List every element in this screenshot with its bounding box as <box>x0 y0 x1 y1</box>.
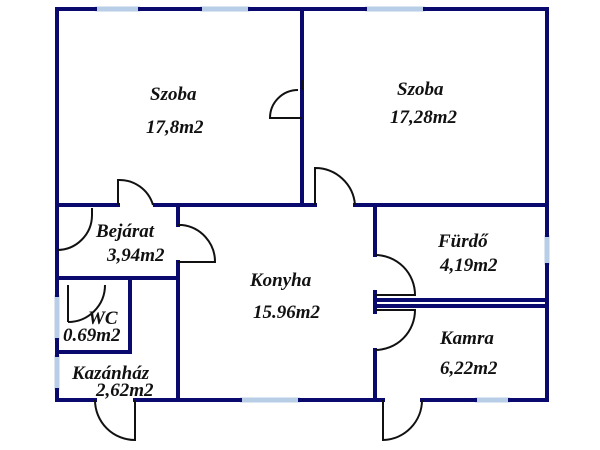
room-name-kazanhaz: Kazánház <box>72 363 150 384</box>
room-area-szoba-1: 17,8m2 <box>146 117 204 138</box>
room-name-szoba-1: Szoba <box>150 84 197 105</box>
room-name-szoba-2: Szoba <box>397 79 444 100</box>
door-kamra <box>374 309 417 351</box>
windows <box>54 6 550 403</box>
room-name-wc: WC <box>88 308 118 329</box>
door-szoba-2 <box>314 166 356 206</box>
door-furdo <box>374 254 417 296</box>
door-exterior <box>382 399 423 442</box>
room-name-konyha: Konyha <box>250 270 312 291</box>
room-area-wc: 0.69m2 <box>63 325 121 346</box>
room-name-bejarat: Bejárat <box>96 221 155 242</box>
door-bejarat-konyha <box>178 224 217 263</box>
door-szoba-connect <box>268 89 302 119</box>
door-szoba-1 <box>117 178 154 206</box>
room-area-szoba-2: 17,28m2 <box>390 107 458 128</box>
door-entry-inner <box>56 208 93 251</box>
room-area-konyha: 15.96m2 <box>253 302 321 323</box>
room-name-furdo: Fürdő <box>438 231 488 252</box>
walls <box>55 7 549 402</box>
room-area-kamra: 6,22m2 <box>440 358 498 379</box>
doors <box>56 80 423 442</box>
room-area-furdo: 4,19m2 <box>440 255 498 276</box>
door-kazanhaz <box>94 399 136 442</box>
room-name-kamra: Kamra <box>440 328 494 349</box>
room-area-kazanhaz: 2,62m2 <box>96 380 154 401</box>
room-area-bejarat: 3,94m2 <box>107 245 165 266</box>
door-wc <box>67 284 106 323</box>
